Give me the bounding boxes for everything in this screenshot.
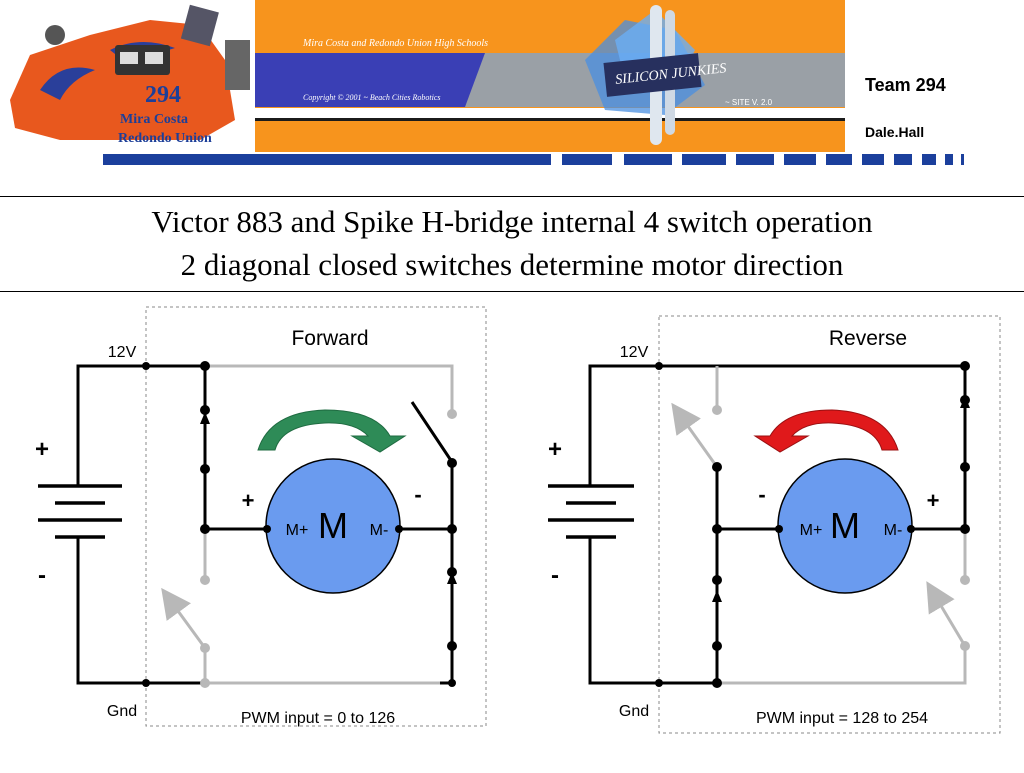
forward-supply-label: 12V: [108, 344, 137, 361]
site-logo: SILICON JUNKIES: [585, 5, 727, 145]
forward-terminal-right: -: [414, 482, 421, 507]
clockwise-arrow-icon: [257, 409, 407, 453]
robot-text-2: Redondo Union: [118, 131, 212, 146]
forward-bridge-box: [145, 306, 487, 727]
forward-pwm-label: PWM input = 0 to 126: [241, 710, 395, 727]
forward-motor-minus: M-: [370, 522, 389, 539]
forward-diagram: Forward + - 12V Gnd: [35, 306, 487, 727]
reverse-motor-minus: M-: [884, 522, 903, 539]
reverse-battery-icon: [548, 484, 634, 539]
forward-battery-icon: [38, 484, 122, 539]
reverse-bridge-box: [658, 315, 1001, 734]
reverse-diagram: Reverse + - 12V Gnd: [548, 315, 1001, 734]
forward-battery-plus: +: [35, 436, 49, 463]
author-name: Dale.Hall: [865, 124, 925, 140]
reverse-direction-label: Reverse: [829, 327, 907, 350]
forward-motor-symbol: M: [318, 505, 348, 546]
banner-site-version: ~ SITE V. 2.0: [725, 98, 773, 107]
forward-battery-minus: -: [38, 562, 46, 589]
robot-text-1: Mira Costa: [120, 112, 188, 127]
reverse-motor-plus: M+: [800, 522, 823, 539]
forward-direction-label: Forward: [291, 327, 368, 350]
reverse-motor-symbol: M: [830, 505, 860, 546]
banner-copyright: Copyright © 2001 ~ Beach Cities Robotics: [303, 93, 441, 102]
reverse-pwm-label: PWM input = 128 to 254: [756, 710, 928, 727]
reverse-open-switch-upper-left: [671, 402, 719, 468]
header-divider-bar: [103, 154, 964, 165]
forward-terminal-left: +: [242, 488, 255, 513]
counterclockwise-arrow-icon: [753, 409, 899, 453]
slide-title-line-2: 2 diagonal closed switches determine mot…: [180, 247, 844, 282]
reverse-terminal-right: +: [927, 488, 940, 513]
robot-number: 294: [145, 82, 181, 108]
forward-motor-plus: M+: [286, 522, 309, 539]
robot-photo: 294 Mira Costa Redondo Union: [0, 0, 255, 152]
team-number: Team 294: [865, 75, 946, 95]
slide-title-line-1: Victor 883 and Spike H-bridge internal 4…: [151, 204, 873, 239]
reverse-ground-label: Gnd: [619, 703, 649, 720]
reverse-battery-minus: -: [551, 562, 559, 589]
forward-ground-label: Gnd: [107, 703, 137, 720]
site-banner: Mira Costa and Redondo Union High School…: [255, 0, 845, 152]
forward-open-switch-lower-left: [161, 587, 207, 649]
reverse-terminal-left: -: [758, 482, 765, 507]
h-bridge-diagrams: Forward + - 12V Gnd: [0, 295, 1024, 768]
reverse-open-switch-lower-right: [926, 581, 967, 647]
banner-school-line: Mira Costa and Redondo Union High School…: [302, 38, 488, 49]
reverse-battery-plus: +: [548, 436, 562, 463]
reverse-supply-label: 12V: [620, 344, 649, 361]
forward-open-switch-upper-right: [418, 413, 454, 463]
slide-title-area: Victor 883 and Spike H-bridge internal 4…: [0, 196, 1024, 292]
